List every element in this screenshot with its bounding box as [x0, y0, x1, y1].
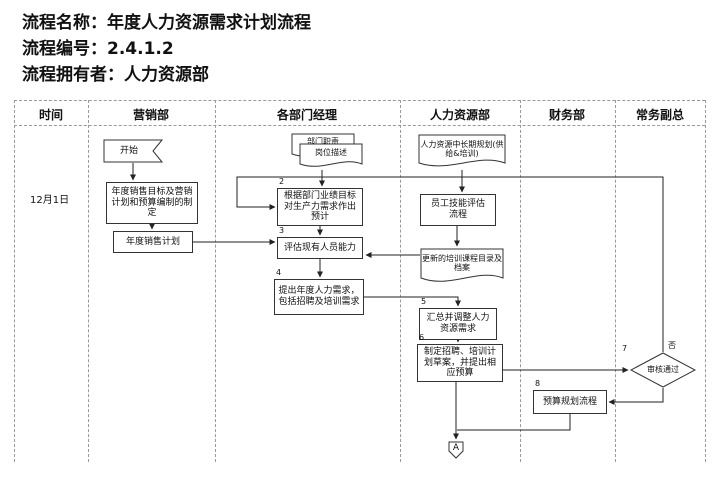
step-number-3: 3 — [279, 226, 285, 235]
decision-no-label: 否 — [668, 341, 676, 350]
step-number-4: 4 — [276, 268, 282, 277]
lane-divider — [88, 100, 89, 462]
process-owner: 流程拥有者：人力资源部 — [22, 65, 209, 85]
hr-longterm-plan-document — [418, 134, 506, 172]
lane-label-evp: 常务副总 — [635, 108, 685, 122]
offpage-connector-a — [448, 441, 464, 459]
lane-label-marketing: 营销部 — [132, 108, 170, 122]
lane-label-hr: 人力资源部 — [429, 108, 491, 122]
training-catalog-label: 更新的培训课程目录及档案 — [422, 253, 502, 272]
step-number-5: 5 — [421, 297, 427, 306]
process-title: 流程名称：年度人力资源需求计划流程 — [22, 13, 311, 33]
offpage-connector-label: A — [452, 442, 460, 453]
job-description-document — [299, 143, 363, 171]
job-description-label: 岗位描述 — [315, 148, 347, 158]
start-node — [103, 139, 163, 163]
lane-divider — [14, 100, 15, 462]
approval-decision-label: 审核通过 — [647, 365, 679, 375]
timeline-date: 12月1日 — [30, 195, 70, 206]
step-number-2: 2 — [279, 177, 285, 186]
assess-capability-box: 评估现有人员能力 — [277, 237, 363, 259]
draft-plan-budget-box: 制定招聘、培训计划草案，并提出相应预算 — [417, 344, 503, 382]
step-number-6: 6 — [419, 333, 425, 342]
lane-divider — [615, 100, 616, 462]
lane-label-managers: 各部门经理 — [276, 108, 338, 122]
lane-divider — [520, 100, 521, 462]
annual-sales-plan-box: 年度销售计划 — [113, 231, 193, 253]
lane-label-finance: 财务部 — [548, 108, 586, 122]
dept-duty-label: 部门职责 — [307, 137, 339, 147]
training-catalog-document — [420, 248, 504, 288]
start-label: 开始 — [119, 145, 138, 156]
process-number: 流程编号：2.4.1.2 — [22, 39, 174, 59]
lane-divider — [215, 100, 216, 462]
budget-planning-subprocess: 预算规划流程 — [533, 390, 607, 414]
lane-top-line — [14, 100, 705, 101]
skill-assessment-subprocess: 员工技能评估流程 — [420, 194, 496, 226]
step-number-8: 8 — [535, 379, 541, 388]
hr-longterm-plan-label: 人力资源中长期规划(供给&培训) — [420, 139, 504, 158]
lane-label-time: 时间 — [38, 108, 64, 122]
propose-hr-demand-box: 提出年度人力需求，包括招聘及培训需求 — [274, 279, 364, 315]
approval-decision-diamond — [630, 352, 696, 388]
lane-header-line — [14, 125, 705, 126]
lane-divider — [400, 100, 401, 462]
annual-sales-target-box: 年度销售目标及营销计划和预算编制的制定 — [106, 182, 198, 224]
lane-divider — [705, 100, 706, 462]
consolidate-demand-box: 汇总并调整人力资源需求 — [419, 308, 497, 340]
productivity-forecast-box: 根据部门业绩目标对生产力需求作出预计 — [277, 188, 363, 226]
step-number-7: 7 — [622, 344, 628, 353]
